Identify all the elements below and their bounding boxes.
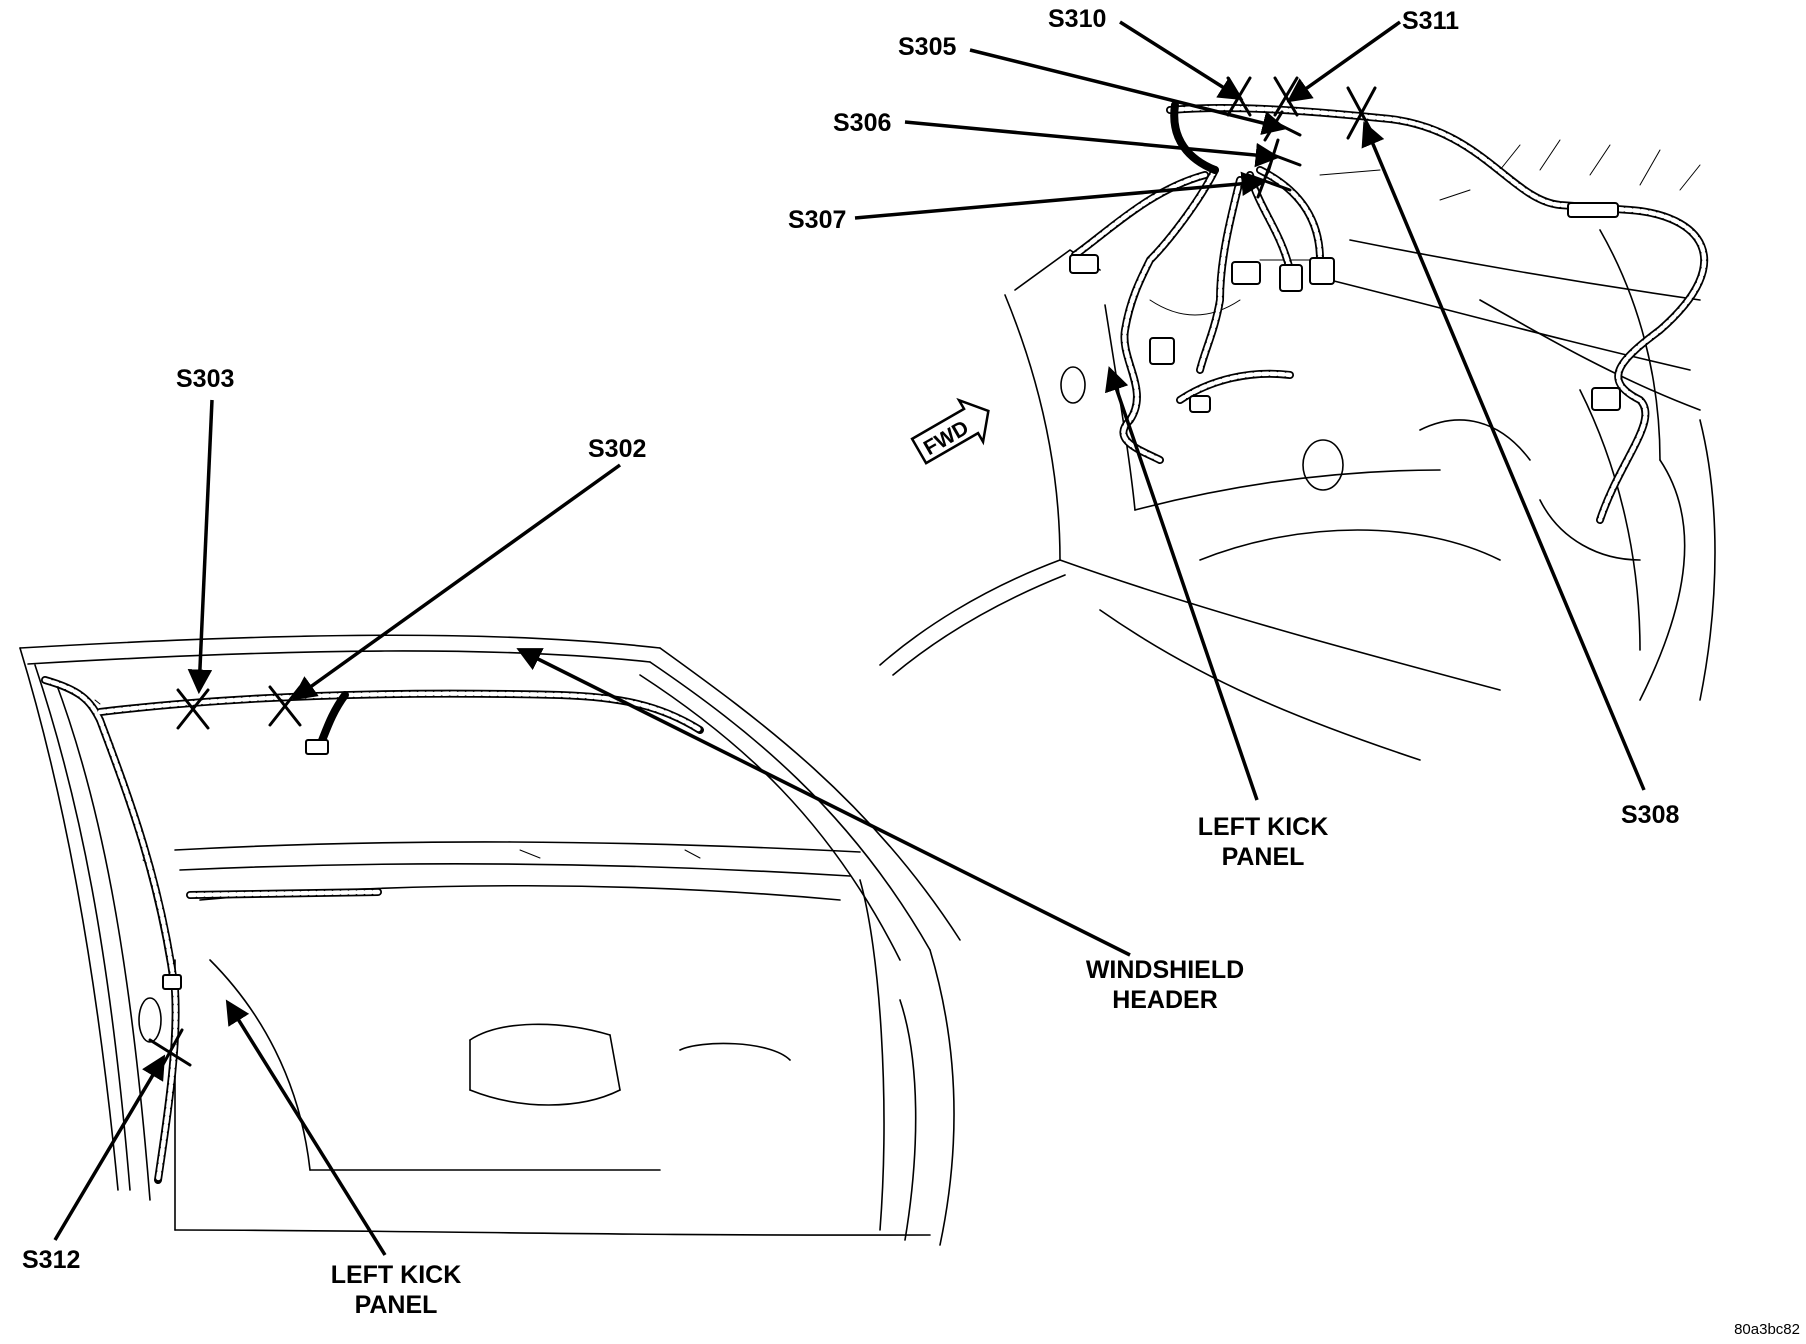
s303-label: S303 <box>176 365 234 393</box>
windshield-header-label-line1: WINDSHIELD <box>1086 956 1244 984</box>
windshield-header-leader <box>516 648 1131 957</box>
s308-label: S308 <box>1621 801 1679 829</box>
left-kick-panel-right-label-line1: LEFT KICK <box>1198 813 1329 841</box>
s303-leader <box>187 399 214 695</box>
s312-leader <box>53 1054 166 1241</box>
s311-label: S311 <box>1402 7 1459 35</box>
s305-label: S305 <box>898 33 956 61</box>
figure-code: 80a3bc82 <box>1734 1321 1800 1338</box>
right-view-vehicle-body <box>879 139 1716 761</box>
s310-leader <box>1119 20 1244 101</box>
s307-label: S307 <box>788 206 846 234</box>
s311-leader <box>1286 20 1402 103</box>
right-view-wiring-harness <box>1069 101 1709 524</box>
s308-leader <box>1361 121 1646 791</box>
s302-label: S302 <box>588 435 646 463</box>
left-view-wiring-harness <box>41 676 704 1184</box>
s305-leader <box>969 48 1287 135</box>
s307-leader <box>854 171 1267 220</box>
left-kick-panel-left-leader <box>225 999 387 1256</box>
left-kick-panel-right-label-line2: PANEL <box>1222 843 1305 871</box>
s306-label: S306 <box>833 109 891 137</box>
s302-leader <box>291 463 622 701</box>
s306-leader <box>904 120 1281 168</box>
left-kick-panel-label-line2: PANEL <box>355 1291 438 1319</box>
left-kick-panel-label-line1: LEFT KICK <box>331 1261 462 1289</box>
s312-label: S312 <box>22 1246 80 1274</box>
left-kick-panel-right-leader <box>1105 366 1259 801</box>
s310-label: S310 <box>1048 5 1106 33</box>
fwd-direction-arrow: FWD <box>910 397 990 465</box>
left-view-splice-marks <box>148 685 302 1072</box>
windshield-header-label-line2: HEADER <box>1112 986 1218 1014</box>
